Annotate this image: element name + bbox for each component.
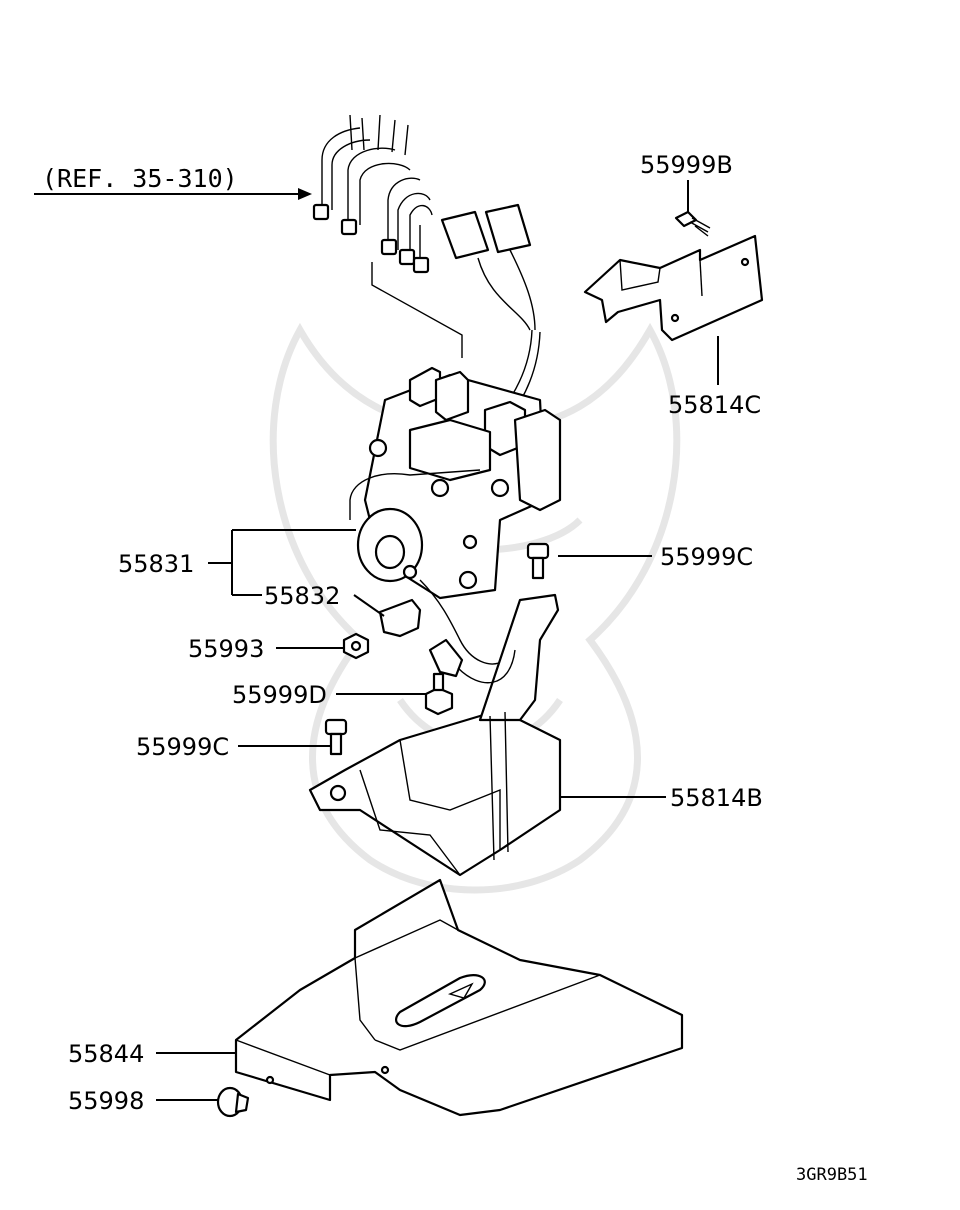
abs-hydraulic-unit bbox=[349, 366, 562, 665]
cover-55844 bbox=[234, 878, 684, 1117]
bracket-55814B bbox=[308, 593, 562, 877]
callout-55844: 55844 bbox=[68, 1040, 144, 1068]
bolt-55999C-left bbox=[324, 718, 348, 756]
callout-55814C: 55814C bbox=[668, 391, 761, 419]
leader-lines bbox=[156, 180, 719, 1101]
reference-label: (REF. 35-310) bbox=[42, 164, 238, 193]
nut-55993 bbox=[342, 632, 370, 660]
bolt-55999D bbox=[424, 672, 454, 716]
callout-55814B: 55814B bbox=[670, 784, 763, 812]
callout-55999D: 55999D bbox=[232, 681, 327, 709]
clip-55998 bbox=[216, 1086, 250, 1118]
callout-55831: 55831 bbox=[118, 550, 194, 578]
callout-55999B: 55999B bbox=[640, 151, 733, 179]
brake-pipes bbox=[312, 114, 463, 358]
callout-55998: 55998 bbox=[68, 1087, 144, 1115]
connector-plug bbox=[428, 638, 516, 684]
sensor-55832 bbox=[378, 598, 422, 638]
reference-arrow bbox=[34, 188, 312, 200]
callout-55993: 55993 bbox=[188, 635, 264, 663]
callout-55832: 55832 bbox=[264, 582, 340, 610]
bolt-55999B bbox=[674, 210, 711, 237]
drawing-code: 3GR9B51 bbox=[796, 1165, 868, 1185]
bracket-55814C bbox=[583, 234, 764, 342]
callout-55999C-right: 55999C bbox=[660, 543, 753, 571]
bolt-55999C-right bbox=[526, 542, 550, 580]
callout-55999C-left: 55999C bbox=[136, 733, 229, 761]
